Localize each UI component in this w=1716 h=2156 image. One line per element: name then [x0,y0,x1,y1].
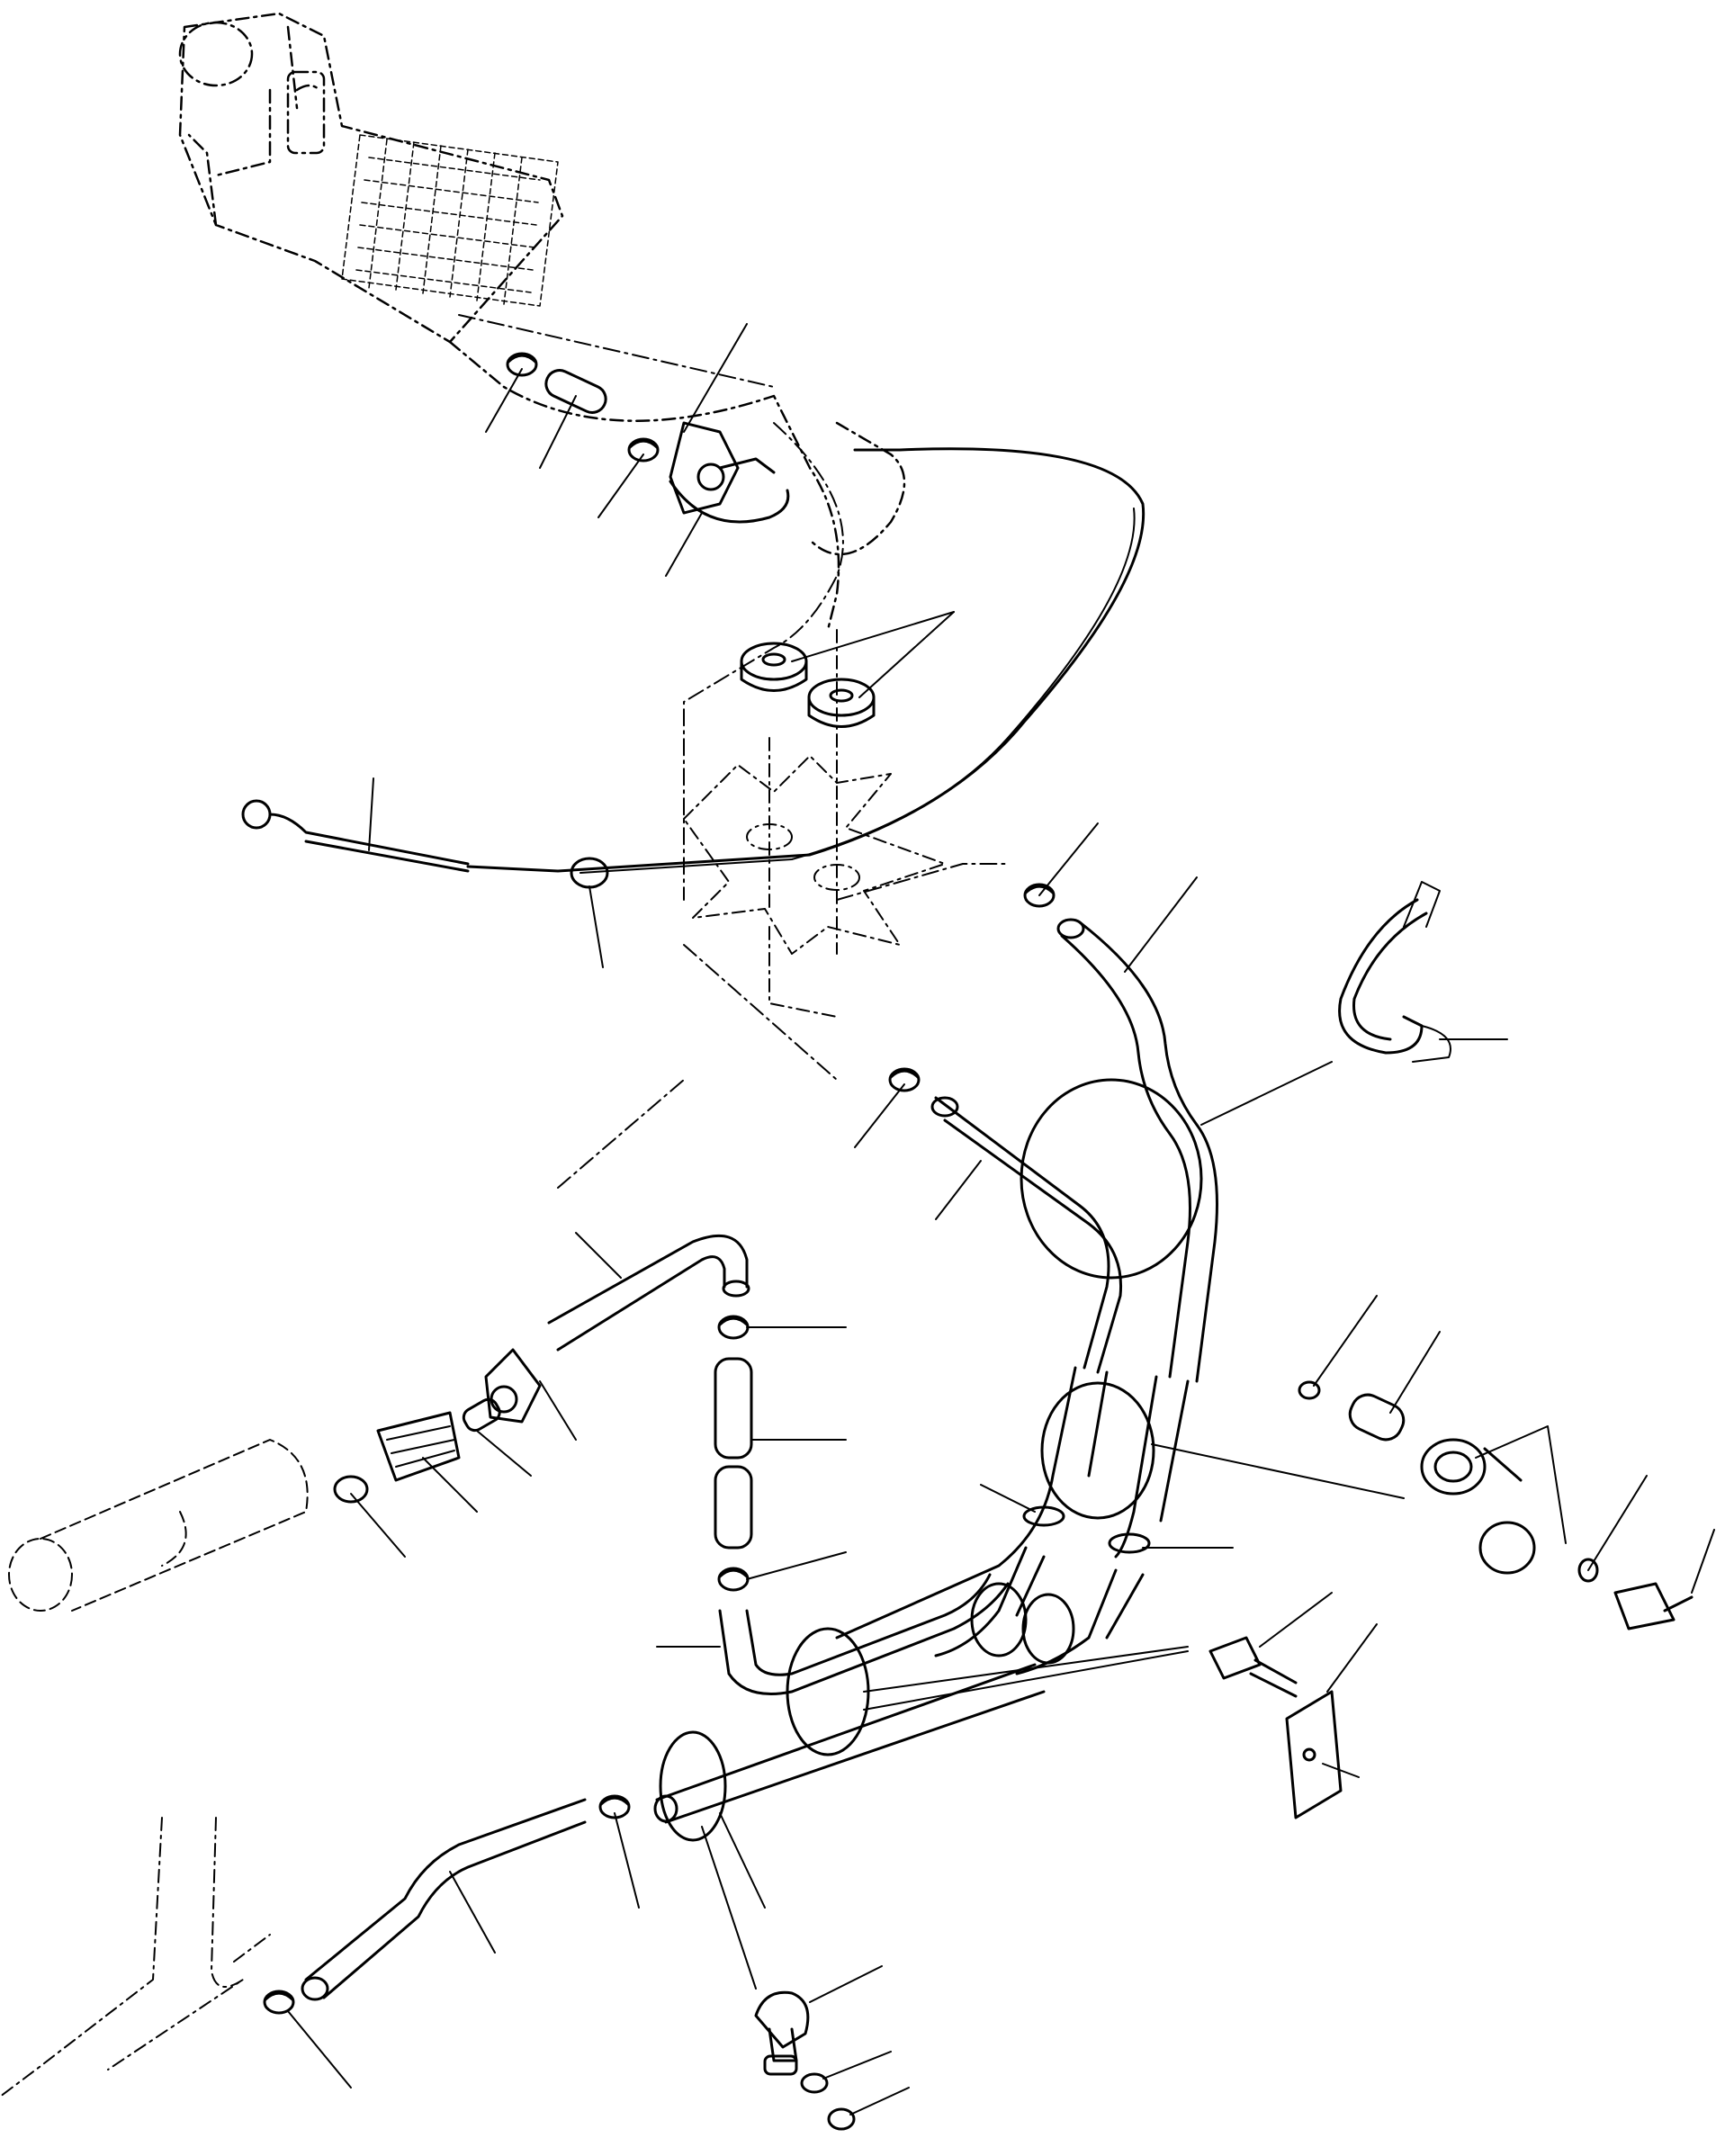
choke-cable [241,447,1145,968]
phantom-centerline [458,314,1009,1189]
bottom-clip-parts [754,1965,910,2131]
phantom-filter-housing [178,12,906,632]
phantom-mounting-plate [683,629,946,1018]
phantom-hatch-region [341,134,559,307]
top-hose-assembly [506,352,790,524]
phantom-bottom-left [0,1817,271,2098]
grommet-pair [740,611,955,728]
right-upper-hose [1023,822,1218,1383]
left-bent-hose [333,1232,750,1558]
lower-left-hose [263,1794,640,2089]
bottom-diagonal-hose [653,1627,1189,1990]
right-clamp-parts [1298,1295,1715,1630]
callout-leaders-top [485,323,748,577]
phantom-lower-pipe [8,1439,309,1612]
bolt-and-bracket [1208,1592,1378,1819]
cable-tie [1020,881,1508,1280]
center-hose [854,1067,1123,1374]
lower-hose-pair [835,1366,1405,1675]
middle-hose-stack [656,1315,1010,1695]
